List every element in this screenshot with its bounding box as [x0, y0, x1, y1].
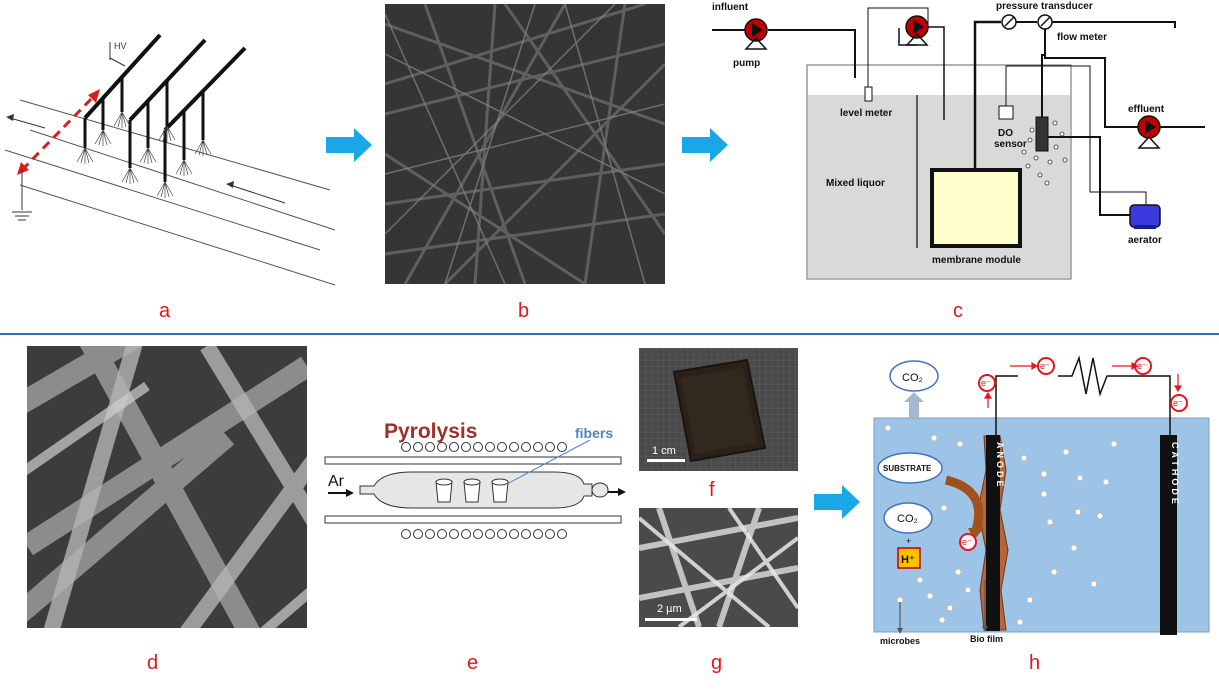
influent-label: influent	[712, 2, 749, 13]
substrate-label: SUBSTRATE	[883, 464, 932, 473]
pump-label: pump	[733, 58, 760, 69]
panel-d-sem-image	[27, 346, 307, 628]
fiber-texture	[27, 346, 307, 628]
aerator-label: aerator	[1128, 235, 1162, 246]
panel-b-sem-image	[385, 4, 665, 284]
do-sensor-label: DO	[998, 128, 1013, 139]
flow-arrow-icon	[326, 128, 372, 162]
carbon-fiber-texture: 2 µm	[639, 508, 798, 627]
mfc-svg: e⁻ e⁻ e⁻ e⁻ e⁻ CO₂ SUB	[873, 355, 1210, 646]
scale-bar-2um: 2 µm	[657, 603, 682, 615]
argon-label: Ar	[328, 473, 345, 490]
electron-label: e⁻	[981, 378, 991, 388]
plus-label: +	[906, 536, 911, 546]
co2-mid-label: CO₂	[897, 513, 918, 525]
panel-h-mfc-diagram: e⁻ e⁻ e⁻ e⁻ e⁻ CO₂ SUB	[860, 340, 1219, 650]
co2-top-label: CO₂	[902, 372, 923, 384]
pyrolysis-title: Pyrolysis	[384, 420, 477, 443]
electron-label: e⁻	[1137, 361, 1147, 371]
flow-arrow-icon	[682, 128, 728, 162]
cathode-label: CATHODE	[1170, 442, 1180, 507]
pyrolysis-svg: Pyrolysis fibers Ar	[324, 420, 626, 539]
flow-arrow-icon	[814, 485, 860, 519]
panel-g-sem-image: 2 µm	[639, 508, 798, 627]
electron-label: e⁻	[1040, 361, 1050, 371]
level-meter-label: level meter	[840, 108, 892, 119]
mixed-liquor-label: Mixed liquor	[826, 178, 885, 189]
mbr-svg: influent pump pressure transducer flow m…	[712, 1, 1205, 280]
membrane-module-label: membrane module	[932, 255, 1021, 266]
do-sensor-label-2: sensor	[994, 139, 1027, 150]
panel-label-d: d	[147, 652, 159, 674]
electrospinning-svg: HV	[4, 33, 336, 286]
panel-c-mbr-diagram: influent pump pressure transducer flow m…	[700, 0, 1219, 300]
pressure-transducer-label: pressure transducer	[996, 1, 1093, 12]
panel-a-electrospinning-diagram: HV	[0, 0, 340, 300]
panel-label-h: h	[1029, 652, 1041, 674]
panel-label-f: f	[709, 479, 715, 501]
h-plus-label: H⁺	[901, 554, 915, 566]
electron-label: e⁻	[1173, 398, 1183, 408]
section-divider	[0, 333, 1219, 335]
scale-bar-1cm: 1 cm	[652, 445, 676, 457]
panel-label-e: e	[467, 652, 479, 674]
microbes-label: microbes	[880, 636, 920, 646]
panel-label-g: g	[711, 652, 723, 674]
hv-label: HV	[114, 41, 127, 51]
anode-label: ANODE	[995, 442, 1005, 490]
fibers-label: fibers	[575, 425, 613, 441]
panel-e-pyrolysis-diagram: Pyrolysis fibers Ar	[322, 400, 627, 550]
electron-label: e⁻	[962, 537, 972, 547]
carbon-mat-photo: 1 cm	[639, 348, 798, 471]
biofilm-label: Bio film	[970, 634, 1003, 644]
panel-f-photo: 1 cm	[639, 348, 798, 471]
nanofiber-texture	[385, 4, 665, 284]
panel-label-c: c	[953, 300, 963, 322]
panel-label-b: b	[518, 300, 530, 322]
effluent-label: effluent	[1128, 104, 1165, 115]
panel-label-a: a	[159, 300, 171, 322]
flow-meter-label: flow meter	[1057, 32, 1107, 43]
